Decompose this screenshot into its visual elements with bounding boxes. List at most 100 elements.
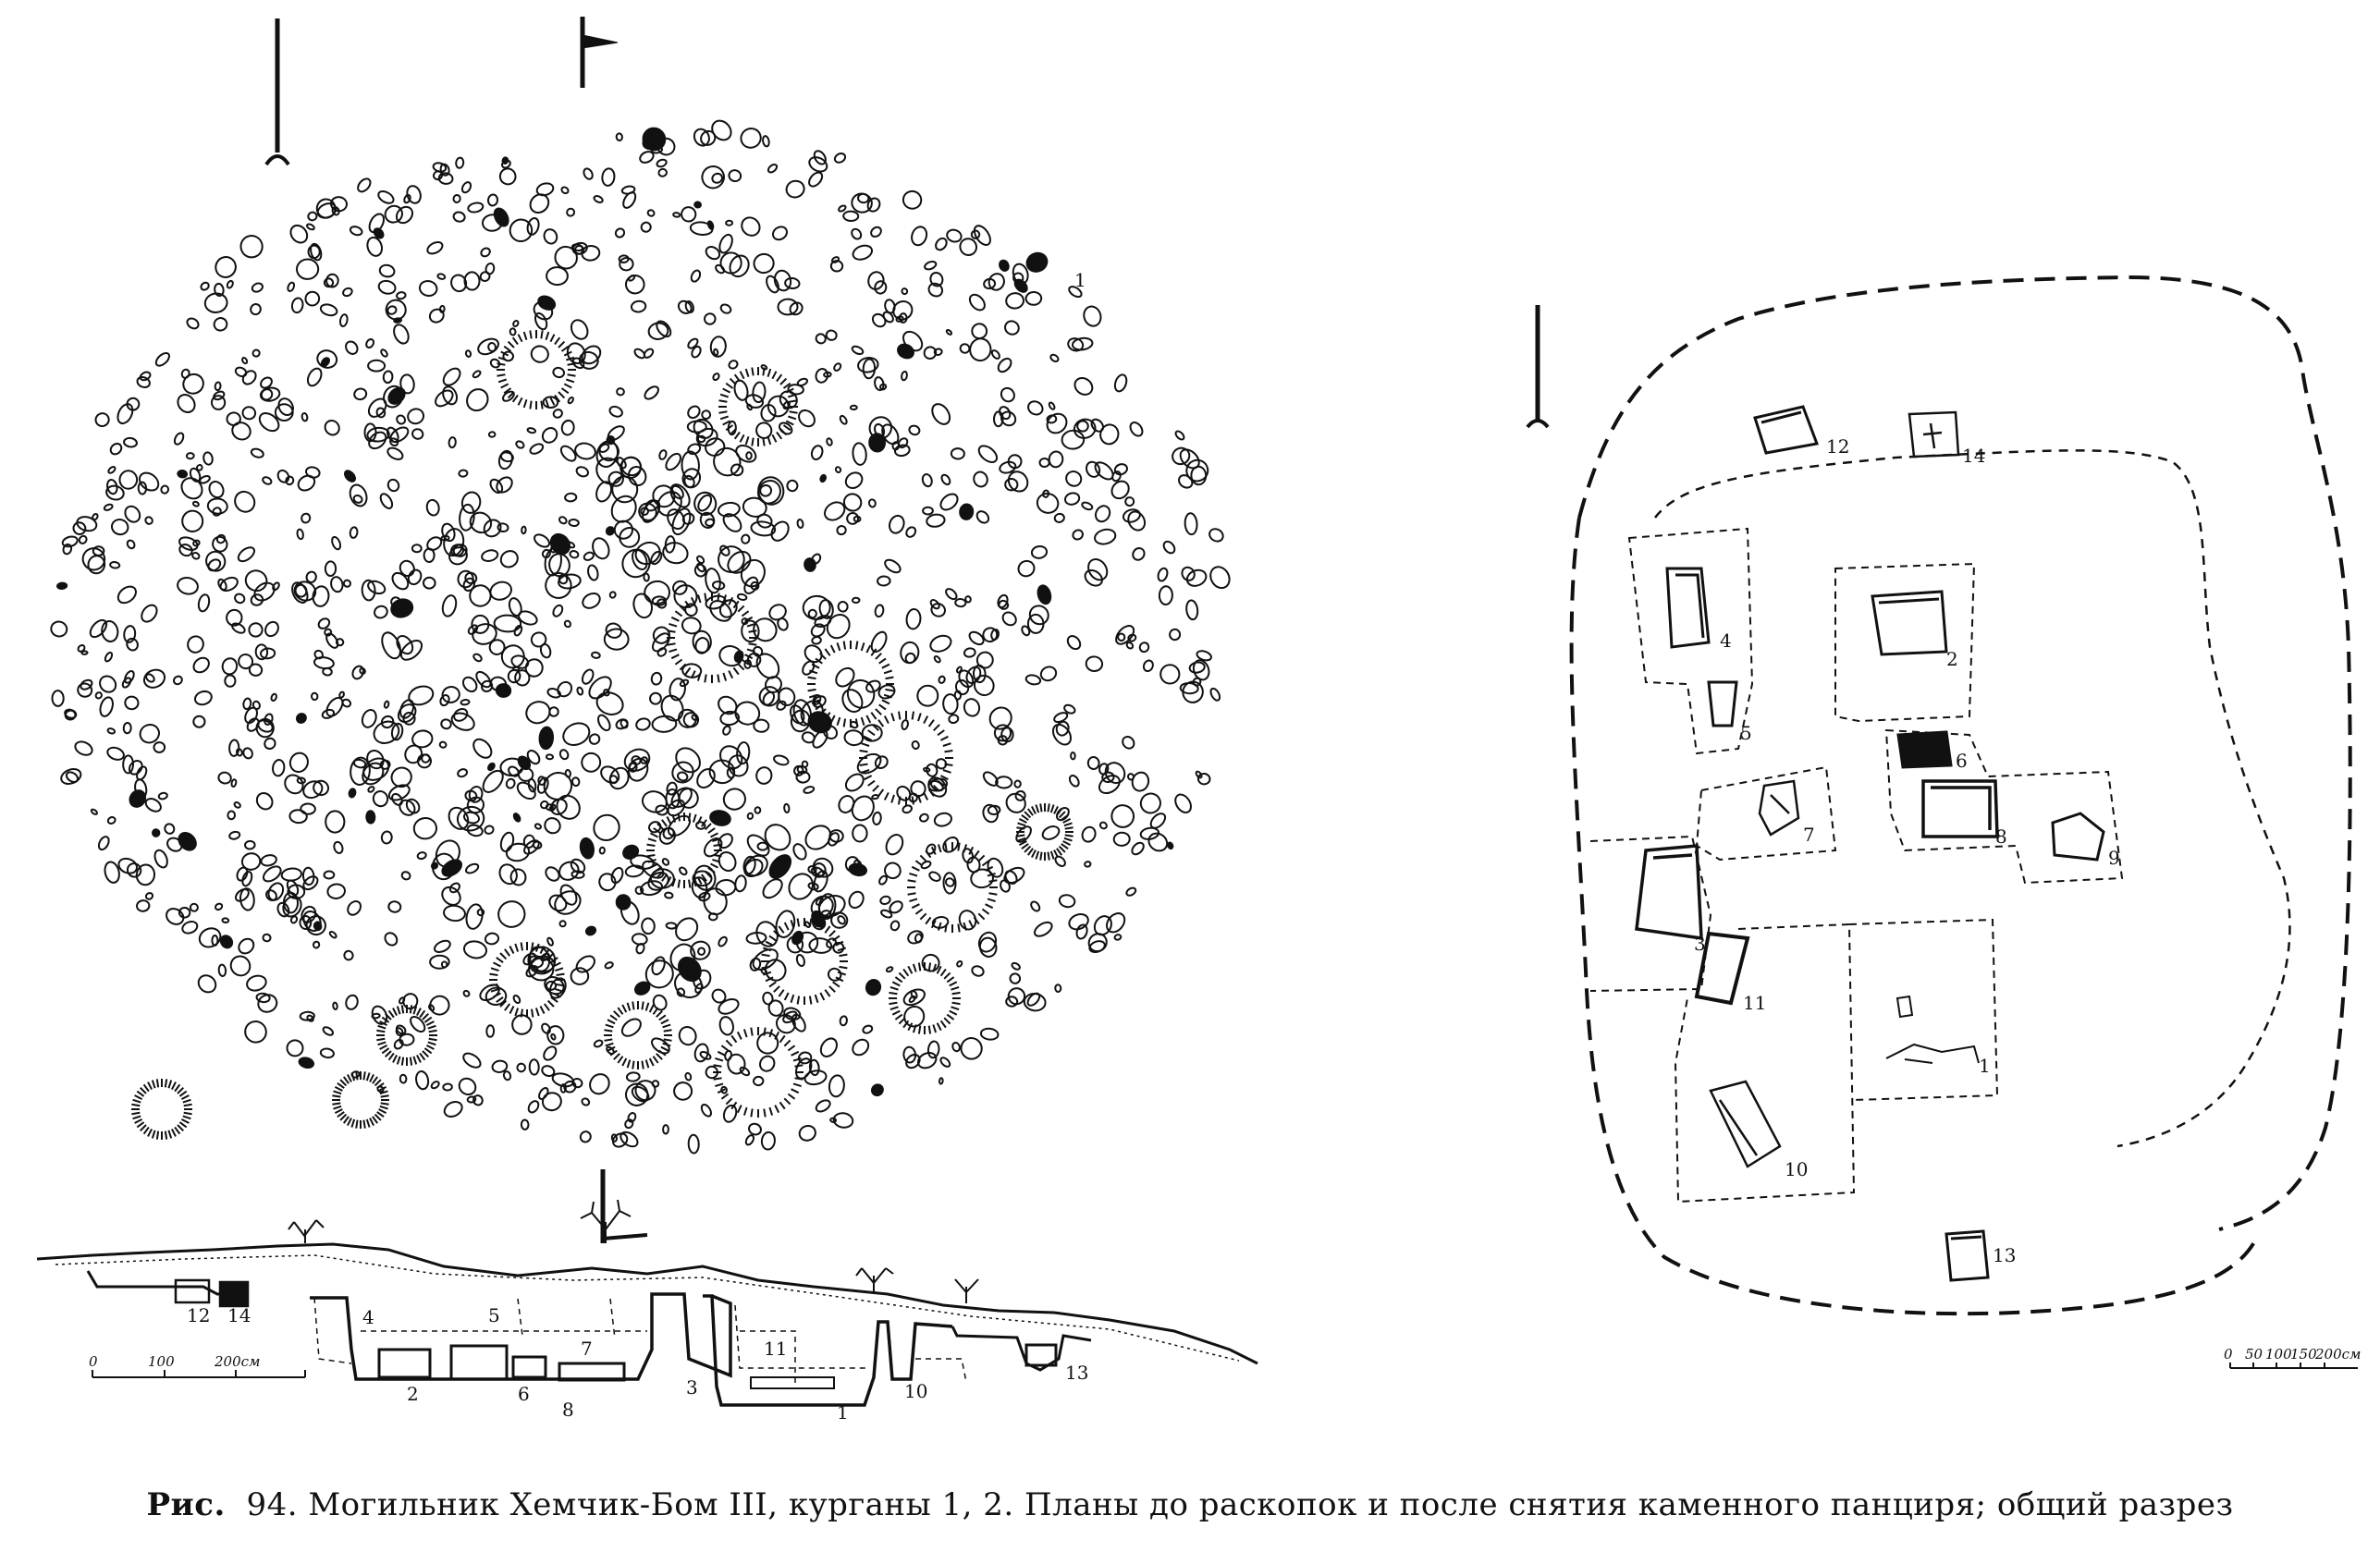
stone [251, 700, 261, 711]
stone [1110, 480, 1130, 500]
stone [241, 370, 257, 385]
stone [244, 1020, 267, 1044]
stone [534, 823, 542, 830]
feature-label-1: 1 [1979, 1055, 1991, 1077]
stone [690, 940, 711, 960]
stone [416, 851, 427, 861]
stone [601, 167, 616, 187]
stone [144, 892, 154, 900]
stone [139, 371, 152, 382]
stone [1112, 831, 1131, 847]
stone [468, 786, 484, 803]
stone [1067, 337, 1085, 352]
stone [877, 575, 891, 587]
stone [351, 665, 364, 680]
stone [1195, 770, 1203, 779]
stone [211, 935, 219, 947]
stone [608, 766, 630, 790]
stone [325, 273, 339, 288]
stone [743, 659, 753, 669]
section-cist-8 [558, 1362, 626, 1382]
stone [746, 812, 754, 820]
stone [466, 388, 489, 412]
stone [987, 804, 1001, 816]
stone [544, 817, 561, 835]
stone [1098, 775, 1121, 795]
stone [613, 519, 633, 540]
stone [1027, 400, 1044, 416]
stone [301, 866, 315, 886]
stone [501, 156, 509, 165]
stone [192, 715, 206, 728]
stone [487, 431, 497, 438]
stone [556, 794, 581, 820]
stone [124, 695, 140, 711]
stone [605, 526, 615, 536]
stone [396, 291, 407, 300]
stone [948, 714, 960, 725]
stone [187, 635, 204, 654]
stone [699, 1051, 712, 1060]
stone [771, 226, 789, 241]
stone [244, 706, 258, 725]
stone [301, 512, 312, 524]
stone [767, 163, 779, 174]
stone [1090, 418, 1105, 433]
stone [177, 394, 196, 413]
stone [103, 503, 114, 511]
stone [1000, 879, 1011, 893]
stone [608, 775, 619, 785]
stone [665, 922, 678, 930]
stone [367, 359, 386, 373]
stone [545, 866, 560, 882]
stone [742, 496, 767, 518]
stone [348, 788, 357, 799]
stone [289, 915, 299, 924]
stone [374, 605, 388, 619]
stone [750, 520, 777, 537]
stone [620, 456, 643, 477]
stone [493, 614, 522, 633]
stone [651, 1080, 660, 1088]
stone [455, 156, 465, 169]
stone [448, 436, 457, 449]
stone [652, 626, 670, 644]
stone [325, 810, 346, 834]
stone [465, 862, 480, 874]
stone [792, 843, 807, 861]
stone [664, 535, 676, 554]
stone [488, 639, 506, 655]
stone [900, 641, 920, 665]
stone [338, 690, 345, 699]
stone [81, 547, 106, 571]
stone [305, 570, 317, 583]
stone [665, 452, 681, 471]
stone [926, 1040, 940, 1059]
stone [212, 507, 222, 517]
stone [457, 768, 469, 778]
stone [998, 599, 1010, 610]
stone [905, 1054, 921, 1069]
stone [879, 383, 888, 391]
stone [817, 895, 846, 918]
stone [396, 414, 407, 425]
stone [1024, 290, 1043, 306]
cist-6 [1896, 730, 1953, 769]
stone [754, 806, 762, 814]
stone [136, 376, 151, 388]
stone [945, 588, 958, 601]
stone [110, 519, 129, 536]
stone [852, 824, 868, 843]
stone [713, 348, 719, 357]
stone [833, 153, 847, 164]
stone [485, 986, 508, 1007]
stone [296, 258, 320, 280]
stone [397, 703, 417, 724]
stone [489, 580, 512, 601]
stone [1167, 841, 1174, 850]
stone [582, 592, 601, 609]
stone [810, 623, 826, 638]
stone [74, 740, 93, 756]
stone [122, 722, 132, 735]
stone [701, 409, 712, 421]
